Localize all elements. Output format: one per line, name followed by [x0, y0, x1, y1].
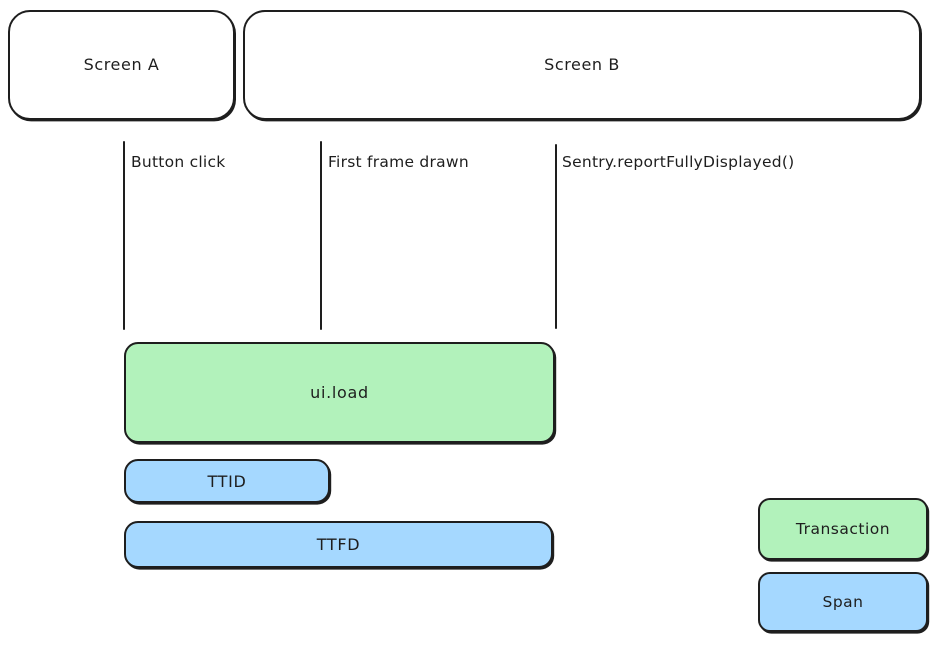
legend-span-label: Span — [822, 593, 864, 611]
marker-line-report-fully-displayed — [555, 144, 558, 329]
screen-a-label: Screen A — [83, 55, 160, 75]
bar-ui-load[interactable]: ui.load — [124, 342, 555, 443]
legend-item-span[interactable]: Span — [758, 572, 928, 632]
screen-box-a[interactable]: Screen A — [8, 10, 235, 120]
bar-ui-load-label: ui.load — [310, 383, 369, 402]
legend-transaction-label: Transaction — [795, 520, 891, 538]
screen-box-b[interactable]: Screen B — [243, 10, 921, 120]
screen-b-label: Screen B — [544, 55, 620, 75]
bar-ttid[interactable]: TTID — [124, 459, 330, 503]
bar-ttfd[interactable]: TTFD — [124, 521, 553, 568]
marker-line-first-frame-drawn — [320, 141, 323, 330]
marker-label-report-fully-displayed: Sentry.reportFullyDisplayed() — [562, 153, 795, 171]
bar-ttfd-label: TTFD — [316, 535, 361, 554]
marker-label-button-click: Button click — [131, 153, 226, 171]
bar-ttid-label: TTID — [207, 471, 247, 491]
marker-line-button-click — [123, 141, 126, 330]
marker-label-first-frame-drawn: First frame drawn — [328, 153, 469, 171]
legend-item-transaction[interactable]: Transaction — [758, 498, 928, 560]
